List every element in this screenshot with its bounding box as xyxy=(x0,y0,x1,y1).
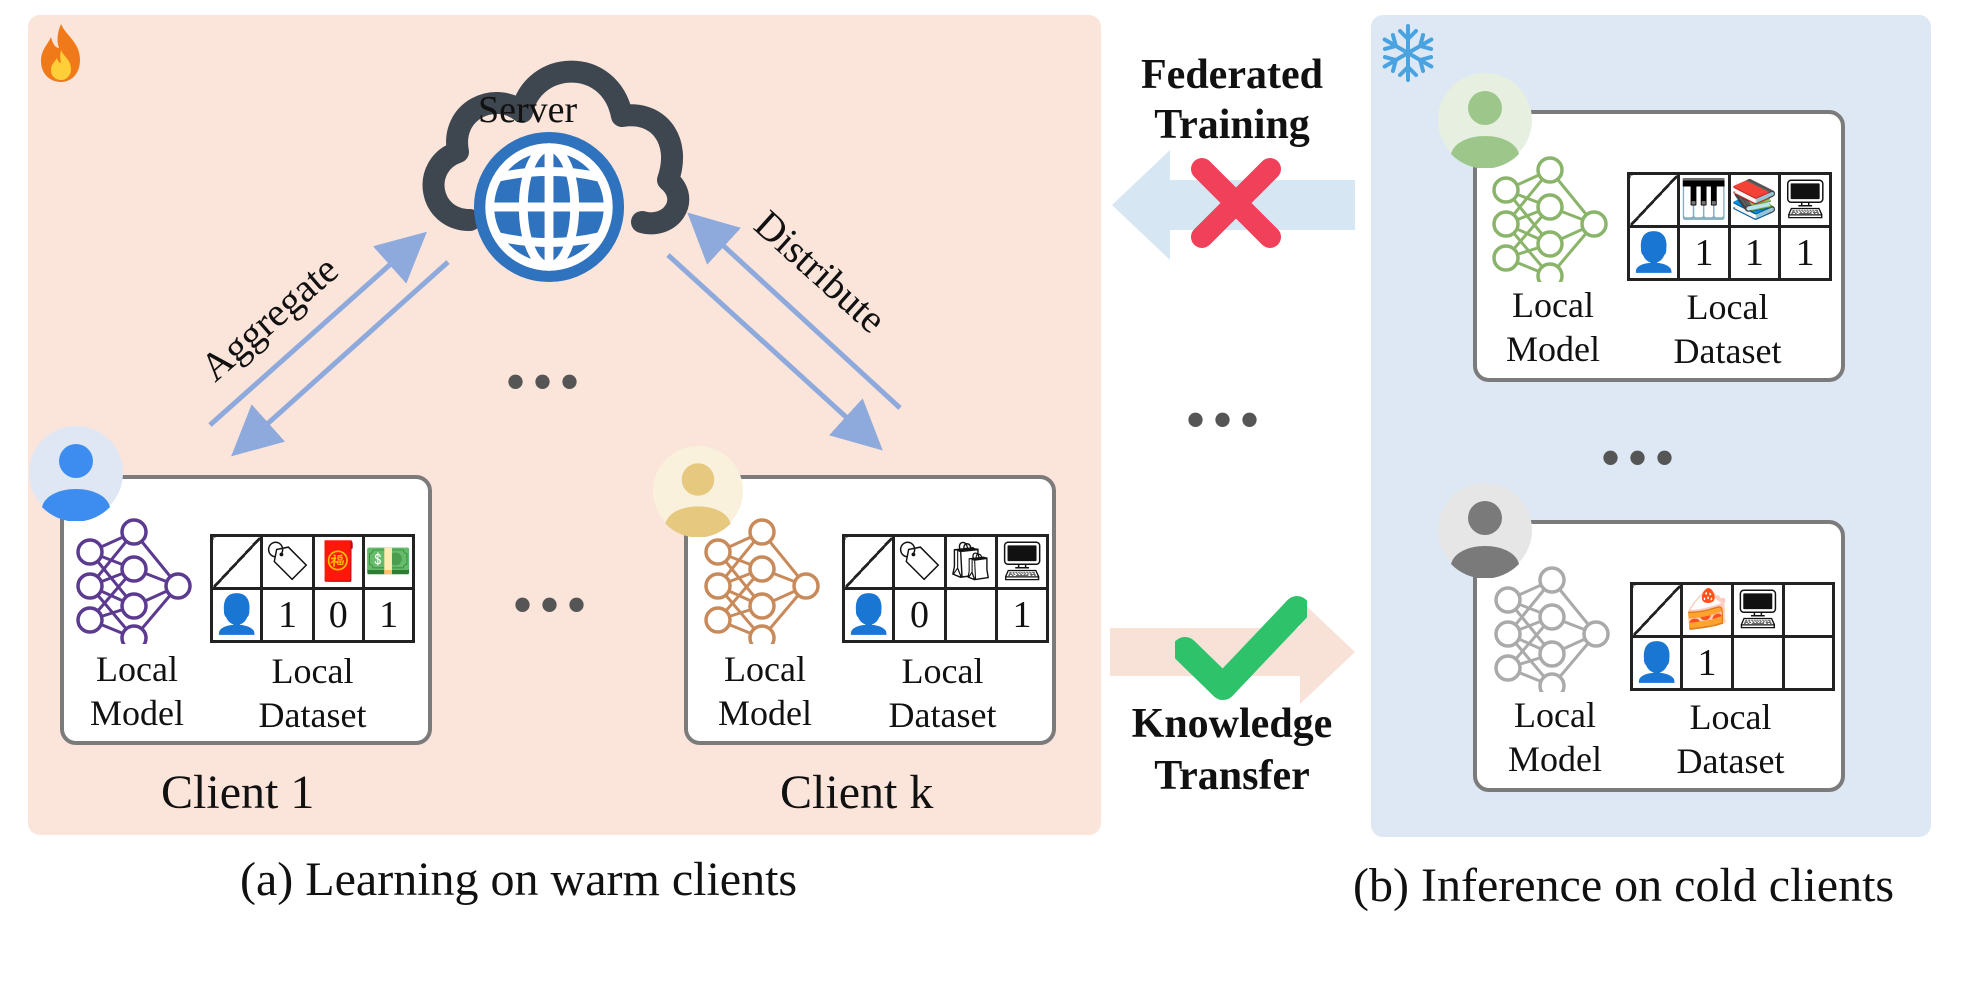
user-icon xyxy=(652,445,744,537)
books-icon: 📚 xyxy=(1727,172,1781,228)
snowflake-icon xyxy=(1378,24,1438,82)
rating-cell: 1 xyxy=(361,587,416,643)
neural-network-icon xyxy=(704,518,820,644)
shopping-bags-icon: 🛍 xyxy=(943,534,998,590)
federated-label-line2: Training xyxy=(1154,102,1310,148)
tag-icon: 🏷 xyxy=(892,534,947,590)
aggregate-arrow xyxy=(208,231,427,427)
distribute-arrow-left xyxy=(231,260,450,457)
client-1-name: Client 1 xyxy=(161,766,315,819)
ellipsis-dots: ••• xyxy=(1600,425,1682,491)
fire-icon xyxy=(41,24,80,82)
rating-cell: 0 xyxy=(892,587,947,643)
computer-icon: 🖥 xyxy=(994,534,1050,590)
aggregate-arrow-right xyxy=(687,212,902,410)
checkmark-icon xyxy=(1175,596,1307,700)
rating-cell: 1 xyxy=(1680,635,1734,691)
ellipsis-dots: ••• xyxy=(512,572,594,638)
rating-cell: 1 xyxy=(260,587,315,643)
user-mini-icon: 👤 xyxy=(209,587,264,643)
rating-cell xyxy=(1781,635,1835,691)
neural-network-icon xyxy=(76,518,192,644)
cloud-icon xyxy=(422,60,690,235)
server-label: Server xyxy=(478,89,578,131)
user-mini-icon: 👤 xyxy=(1626,225,1681,281)
rating-cell xyxy=(1730,635,1785,691)
user-icon xyxy=(1438,73,1532,168)
neural-network-icon xyxy=(1492,156,1608,282)
user-icon xyxy=(29,426,123,521)
distribute-arrow-right xyxy=(666,253,883,451)
ellipsis-dots: ••• xyxy=(505,349,587,415)
knowledge-label-line1: Knowledge xyxy=(1131,701,1333,747)
ellipsis-dots: ••• xyxy=(1185,387,1267,453)
rating-cell: 1 xyxy=(1677,225,1731,281)
client-k-name: Client k xyxy=(780,766,934,819)
tag-icon: 🏷 xyxy=(260,534,315,590)
rating-cell: 1 xyxy=(1727,225,1781,281)
rating-cell: 0 xyxy=(311,587,365,643)
rating-cell: 1 xyxy=(994,587,1050,643)
rating-cell xyxy=(943,587,998,643)
computer-icon: 🖥 xyxy=(1777,172,1833,228)
caption-a: (a) Learning on warm clients xyxy=(240,853,798,906)
knowledge-arrow xyxy=(1110,600,1355,704)
knowledge-transfer-label: Knowledge Transfer xyxy=(1112,698,1352,802)
distribute-label: Distribute xyxy=(746,201,895,341)
knowledge-label-line2: Transfer xyxy=(1154,753,1310,799)
rating-cell: 1 xyxy=(1777,225,1833,281)
cake-icon: 🍰 xyxy=(1680,582,1734,638)
user-icon xyxy=(1438,483,1532,578)
red-packet-icon: 🧧 xyxy=(311,534,365,590)
globe-icon xyxy=(473,131,625,283)
user-mini-icon: 👤 xyxy=(841,587,896,643)
local-dataset-table: 🍰🖥 👤1 xyxy=(1629,582,1835,691)
money-icon: 💵 xyxy=(361,534,416,590)
caption-b: (b) Inference on cold clients xyxy=(1353,859,1895,912)
computer-icon: 🖥 xyxy=(1730,582,1785,638)
neural-network-icon xyxy=(1494,566,1610,692)
aggregate-label: Aggregate xyxy=(191,247,346,390)
piano-icon: 🎹 xyxy=(1677,172,1731,228)
federated-label-line1: Federated xyxy=(1141,52,1323,98)
federated-training-label: Federated Training xyxy=(1112,50,1352,150)
user-mini-icon: 👤 xyxy=(1629,635,1684,691)
cross-icon xyxy=(1191,158,1281,248)
